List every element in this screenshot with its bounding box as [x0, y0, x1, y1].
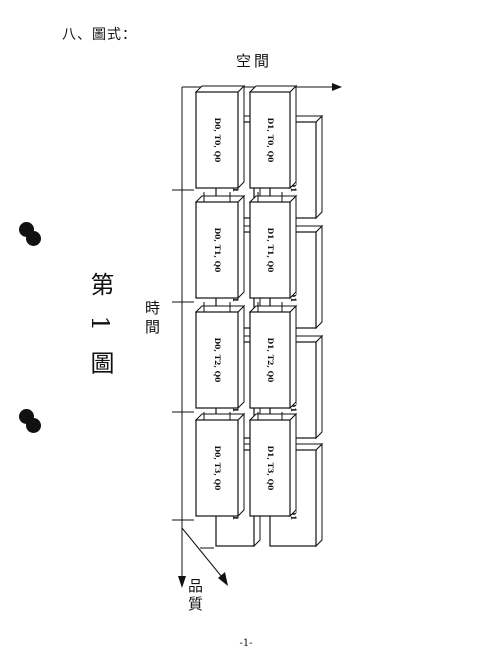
block-label: D0, T3, Q0 — [213, 446, 222, 491]
block-front-face — [249, 201, 291, 299]
block-side-face — [289, 194, 297, 300]
block-side-face — [315, 442, 323, 548]
axes — [178, 83, 342, 588]
block-side-face — [237, 84, 245, 190]
block-side-face — [237, 412, 245, 518]
block-side-face — [237, 304, 245, 410]
block-side-face — [289, 304, 297, 410]
block-d1-t3-q0: D1, T3, Q0 — [248, 412, 298, 518]
block-front-face — [249, 419, 291, 517]
block-label: D1, T3, Q0 — [266, 446, 275, 491]
binder-hole-bottom-shadow — [26, 418, 41, 433]
block-label: D1, T1, Q0 — [266, 228, 275, 273]
block-top-face — [194, 413, 246, 421]
block-front-face — [195, 201, 239, 299]
block-side-face — [289, 84, 297, 190]
block-label: D1, T0, Q0 — [266, 118, 275, 163]
space-axis-label: 空間 — [236, 52, 273, 70]
block-side-face — [315, 334, 323, 440]
block-d0-t3-q0: D0, T3, Q0 — [194, 412, 246, 518]
block-top-face — [248, 195, 298, 203]
block-top-face — [248, 85, 298, 93]
coding-blocks: D0, T0, Q1D0, T1, Q1D0, T2, Q1D0, T3, Q1… — [194, 84, 324, 548]
block-label: D0, T2, Q0 — [213, 338, 222, 383]
page-number: -1- — [239, 638, 253, 649]
block-top-face — [248, 305, 298, 313]
block-front-face — [249, 311, 291, 409]
section-heading: 八、圖式： — [62, 27, 137, 43]
block-side-face — [237, 194, 245, 300]
quality-axis-arrowhead — [218, 572, 228, 586]
quality-axis-label: 品質 — [186, 578, 204, 614]
block-label: D0, T1, Q0 — [213, 228, 222, 273]
block-side-face — [289, 412, 297, 518]
block-top-face — [248, 413, 298, 421]
time-axis-arrowhead — [178, 576, 186, 588]
block-d1-t2-q0: D1, T2, Q0 — [248, 304, 298, 410]
space-axis-arrowhead — [332, 83, 342, 91]
block-d1-t1-q0: D1, T1, Q0 — [248, 194, 298, 300]
block-d0-t2-q0: D0, T2, Q0 — [194, 304, 246, 410]
block-front-face — [195, 91, 239, 189]
block-top-face — [194, 195, 246, 203]
block-d1-t0-q0: D1, T0, Q0 — [248, 84, 298, 190]
block-front-face — [249, 91, 291, 189]
block-label: D0, T0, Q0 — [213, 118, 222, 163]
block-label: D1, T2, Q0 — [266, 338, 275, 383]
block-front-face — [195, 419, 239, 517]
time-axis-label: 時間 — [143, 300, 161, 338]
figure-caption: 第 1 圖 — [86, 272, 114, 381]
binder-hole-top-shadow — [26, 231, 41, 246]
block-d0-t1-q0: D0, T1, Q0 — [194, 194, 246, 300]
block-side-face — [315, 224, 323, 330]
block-side-face — [315, 114, 323, 220]
block-d0-t0-q0: D0, T0, Q0 — [194, 84, 246, 190]
quality-axis-line — [181, 527, 227, 583]
block-front-face — [195, 311, 239, 409]
block-top-face — [194, 85, 246, 93]
block-top-face — [194, 305, 246, 313]
time-slice-lines — [172, 189, 194, 521]
